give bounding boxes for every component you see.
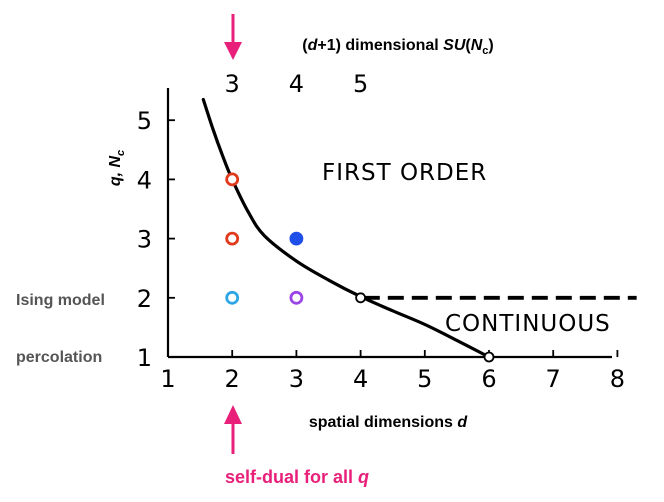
y-tick-label: 2 [137,285,152,313]
x-tick-label: 7 [546,365,561,393]
x-axis-label: spatial dimensions d [309,414,468,431]
data-point [225,172,240,187]
continuous-label: CONTINUOUS [445,311,611,337]
x-ticks: 1 2 3 4 5 6 7 8 [160,350,625,393]
x-tick-label: 8 [610,365,625,393]
data-point [225,231,240,246]
x-tick-label: 1 [160,365,175,393]
phase-boundary-curve [201,97,491,359]
data-points [225,172,495,363]
self-dual-annotation: self-dual for all q [225,467,369,487]
y-tick-label: 3 [137,226,152,254]
y-tick-label: 4 [137,166,152,194]
x-tick-label: 4 [353,365,368,393]
y-tick-label: 1 [137,344,152,372]
data-point [289,290,304,305]
top-tick-label: 4 [289,70,304,98]
bottom-arrow [224,405,242,454]
x-tick-label: 3 [289,365,304,393]
percolation-label: percolation [16,349,102,366]
x-tick-label: 6 [481,365,496,393]
data-point [483,351,495,363]
top-tick-label: 5 [353,70,368,98]
top-tick-labels: 3 4 5 [225,70,369,98]
x-tick-label: 2 [225,365,240,393]
y-tick-label: 5 [137,107,152,135]
first-order-label: FIRST ORDER [322,160,487,186]
y-axis-label: q, Nc [107,150,127,186]
ising-model-label: Ising model [16,292,105,309]
y-ticks: 1 2 3 4 5 [137,107,175,372]
top-tick-label: 3 [225,70,240,98]
x-tick-label: 5 [417,365,432,393]
top-arrow [224,14,242,60]
data-point [289,231,304,246]
top-axis-label: (d+1) dimensional SU(Nc) [302,37,494,57]
data-point [225,290,240,305]
data-point [355,292,367,304]
